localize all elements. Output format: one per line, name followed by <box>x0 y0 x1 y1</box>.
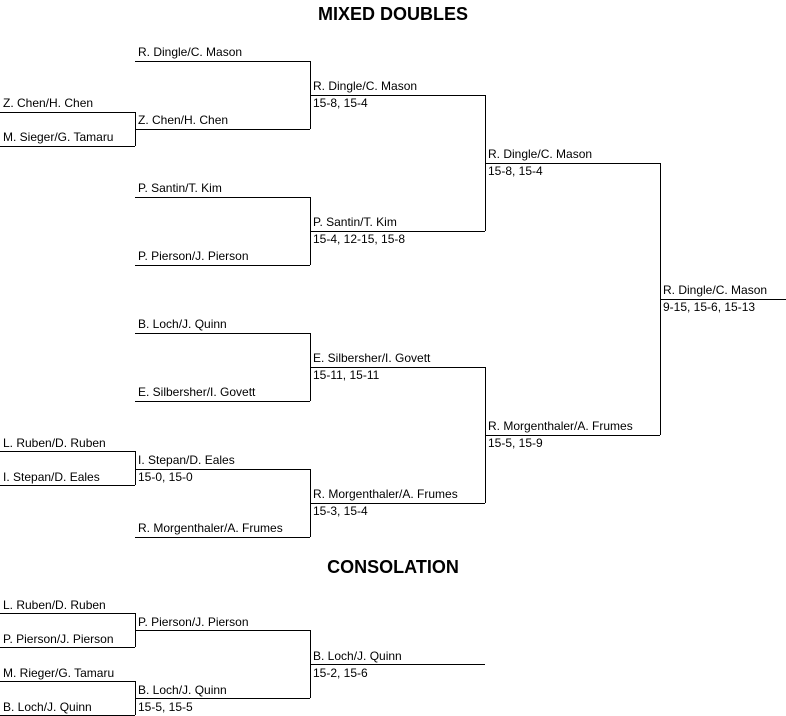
main-r1-team: M. Sieger/G. Tamaru <box>3 130 114 144</box>
consolation-r1-team: B. Loch/J. Quinn <box>3 700 92 714</box>
consolation-bracket-title: CONSOLATION <box>327 557 459 577</box>
main-qf-score: 15-8, 15-4 <box>313 96 368 110</box>
main-sf-score: 15-8, 15-4 <box>488 164 543 178</box>
consolation-final-score: 15-2, 15-6 <box>313 666 368 680</box>
consolation-r1-team: L. Ruben/D. Ruben <box>3 598 106 612</box>
main-final-score: 9-15, 15-6, 15-13 <box>663 300 756 314</box>
main-sf-team: R. Morgenthaler/A. Frumes <box>488 419 633 433</box>
main-r2-score: 15-0, 15-0 <box>138 470 193 484</box>
consolation-winner: B. Loch/J. Quinn <box>313 649 402 663</box>
main-r2-team: P. Pierson/J. Pierson <box>138 249 249 263</box>
consolation-r1-team: P. Pierson/J. Pierson <box>3 632 114 646</box>
main-qf-score: 15-4, 12-15, 15-8 <box>313 232 406 246</box>
main-r2-team: R. Dingle/C. Mason <box>138 45 243 59</box>
main-r2-team: R. Morgenthaler/A. Frumes <box>138 521 283 535</box>
consolation-r1-team: M. Rieger/G. Tamaru <box>3 666 115 680</box>
consolation-r2-score: 15-5, 15-5 <box>138 700 193 714</box>
main-qf-team: P. Santin/T. Kim <box>313 215 397 229</box>
main-r2-team: I. Stepan/D. Eales <box>138 453 235 467</box>
main-bracket-title: MIXED DOUBLES <box>317 4 468 24</box>
main-qf-score: 15-3, 15-4 <box>313 504 368 518</box>
main-r1-team: L. Ruben/D. Ruben <box>3 436 106 450</box>
main-qf-team: R. Morgenthaler/A. Frumes <box>313 487 458 501</box>
main-r1-team: Z. Chen/H. Chen <box>3 96 94 110</box>
consolation-r2-team: P. Pierson/J. Pierson <box>138 615 249 629</box>
main-r1-team: I. Stepan/D. Eales <box>3 470 100 484</box>
main-qf-team: E. Silbersher/I. Govett <box>313 351 431 365</box>
main-r2-team: B. Loch/J. Quinn <box>138 317 227 331</box>
main-qf-score: 15-11, 15-11 <box>313 368 380 382</box>
main-sf-team: R. Dingle/C. Mason <box>488 147 593 161</box>
main-r2-team: E. Silbersher/I. Govett <box>138 385 256 399</box>
main-qf-team: R. Dingle/C. Mason <box>313 79 418 93</box>
main-r2-team: Z. Chen/H. Chen <box>138 113 229 127</box>
main-champion: R. Dingle/C. Mason <box>663 283 768 297</box>
main-sf-score: 15-5, 15-9 <box>488 436 543 450</box>
main-r2-team: P. Santin/T. Kim <box>138 181 222 195</box>
consolation-r2-team: B. Loch/J. Quinn <box>138 683 227 697</box>
